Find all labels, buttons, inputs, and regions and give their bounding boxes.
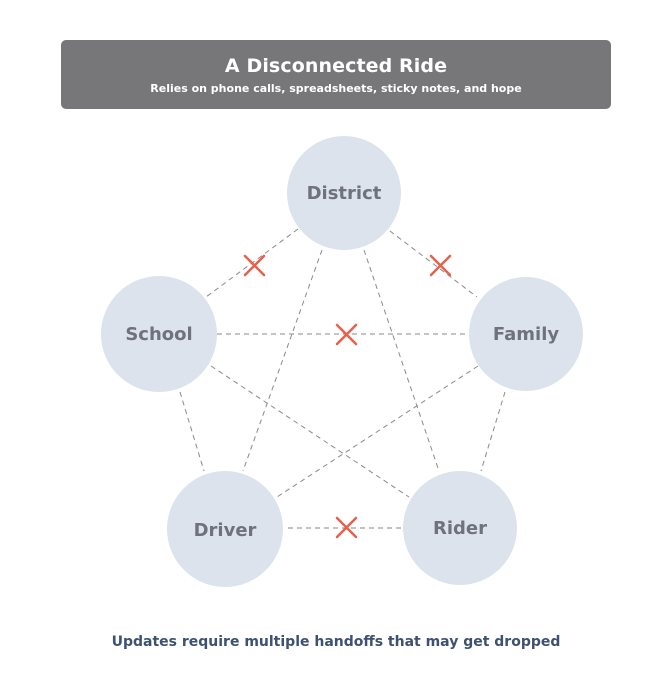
node-rider-label: Rider [433, 518, 487, 539]
link-family-driver [276, 365, 479, 498]
link-district-family [389, 230, 478, 298]
node-district-label: District [307, 183, 382, 204]
link-school-rider [210, 365, 410, 498]
node-school: School [101, 276, 217, 392]
link-school-driver [179, 391, 205, 472]
footer-caption: Updates require multiple handoffs that m… [111, 634, 561, 650]
broken-link-x-icon [429, 254, 452, 277]
node-family-label: Family [493, 324, 559, 345]
node-driver-label: Driver [194, 520, 257, 541]
broken-link-x-icon [335, 323, 358, 346]
link-family-rider [480, 391, 506, 472]
banner-subtitle: Relies on phone calls, spreadsheets, sti… [150, 82, 522, 95]
link-district-rider [363, 249, 440, 472]
node-district: District [287, 136, 401, 250]
link-district-driver [242, 249, 323, 472]
header-banner: A Disconnected Ride Relies on phone call… [61, 40, 611, 109]
node-driver: Driver [167, 471, 283, 587]
node-family: Family [469, 277, 583, 391]
banner-title: A Disconnected Ride [224, 55, 448, 77]
node-school-label: School [125, 324, 192, 345]
node-rider: Rider [403, 471, 517, 585]
broken-link-x-icon [243, 254, 266, 277]
broken-link-x-icon [335, 516, 358, 539]
